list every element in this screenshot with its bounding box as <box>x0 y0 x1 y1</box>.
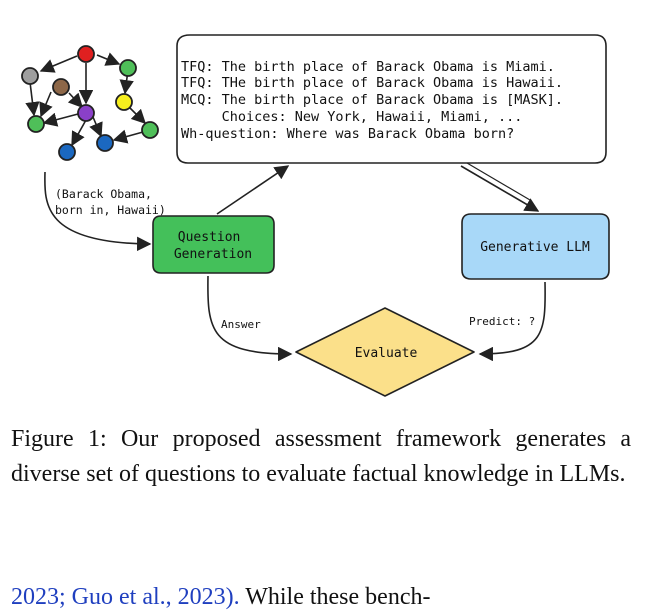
svg-text:Question Generation: Question Generation <box>174 230 252 262</box>
graph-edge <box>129 107 147 125</box>
graph-edge <box>96 52 121 66</box>
graph-node-yellow <box>115 93 133 111</box>
query-line: Choices: New York, Hawaii, Miami, ... <box>181 109 522 125</box>
question-generation-box: Question Generation <box>152 215 275 274</box>
question-generation-label: Generation <box>174 247 252 262</box>
generative-llm-box: Generative LLM <box>461 213 610 280</box>
answer-label: Answer <box>221 318 261 331</box>
arrow-graph-to-question-generation <box>44 171 152 252</box>
arrow-query-to-generative-llm <box>460 162 540 212</box>
body-text: While these bench- <box>239 584 431 610</box>
svg-text:TFQ: The birth place of Barack: TFQ: The birth place of Barack Obama is … <box>0 0 620 142</box>
arrow-question-generation-to-query <box>216 165 290 215</box>
graph-edge <box>89 116 103 138</box>
framework-figure: TFQ: The birth place of Barack Obama is … <box>0 0 620 397</box>
graph-edge <box>67 92 83 109</box>
graph-node-blue <box>96 134 114 152</box>
graph-edge <box>39 55 78 73</box>
citation-link[interactable]: 2023; Guo et al., 2023). <box>11 584 240 610</box>
graph-edge <box>25 81 40 117</box>
query-line: TFQ: THe birth place of Barack Obama is … <box>181 75 563 91</box>
graph-node-purple <box>77 104 95 122</box>
graph-edge <box>71 119 87 147</box>
evaluate-label: Evaluate <box>355 346 418 361</box>
predict-label: Predict: ? <box>469 315 535 328</box>
svg-text:(Barack Obama, born in, Ha: (Barack Obama, born in, Hawaii) <box>55 187 166 217</box>
evaluate-diamond: Evaluate <box>295 307 475 397</box>
graph-edge <box>39 91 53 118</box>
graph-node-red <box>77 45 95 63</box>
figure-caption: Figure 1: Our proposed assessment framew… <box>11 426 631 487</box>
graph-node-green <box>27 115 45 133</box>
triple-label: (Barack Obama, <box>55 187 152 201</box>
arrow-question-generation-to-evaluate <box>207 275 293 362</box>
graph-node-brown <box>52 78 70 96</box>
graph-edge <box>42 112 79 127</box>
query-line: MCQ: The birth place of Barack Obama is … <box>181 92 563 108</box>
graph-node-blue <box>58 143 76 161</box>
graph-edge <box>112 129 144 144</box>
query-box: TFQ: The birth place of Barack Obama is … <box>0 0 620 164</box>
triple-label: born in, Hawaii) <box>55 203 166 217</box>
generative-llm-label: Generative LLM <box>480 240 590 255</box>
body-text-line: 2023; Guo et al., 2023). While these ben… <box>11 580 631 615</box>
question-generation-label: Question <box>178 230 241 245</box>
query-line: TFQ: The birth place of Barack Obama is … <box>181 59 555 75</box>
graph-node-green <box>119 59 137 77</box>
query-line: Wh-question: Where was Barack Obama born… <box>181 126 514 142</box>
graph-node-gray <box>21 67 39 85</box>
arrow-generative-llm-to-evaluate <box>478 281 546 362</box>
knowledge-graph <box>21 45 159 161</box>
graph-node-green <box>141 121 159 139</box>
